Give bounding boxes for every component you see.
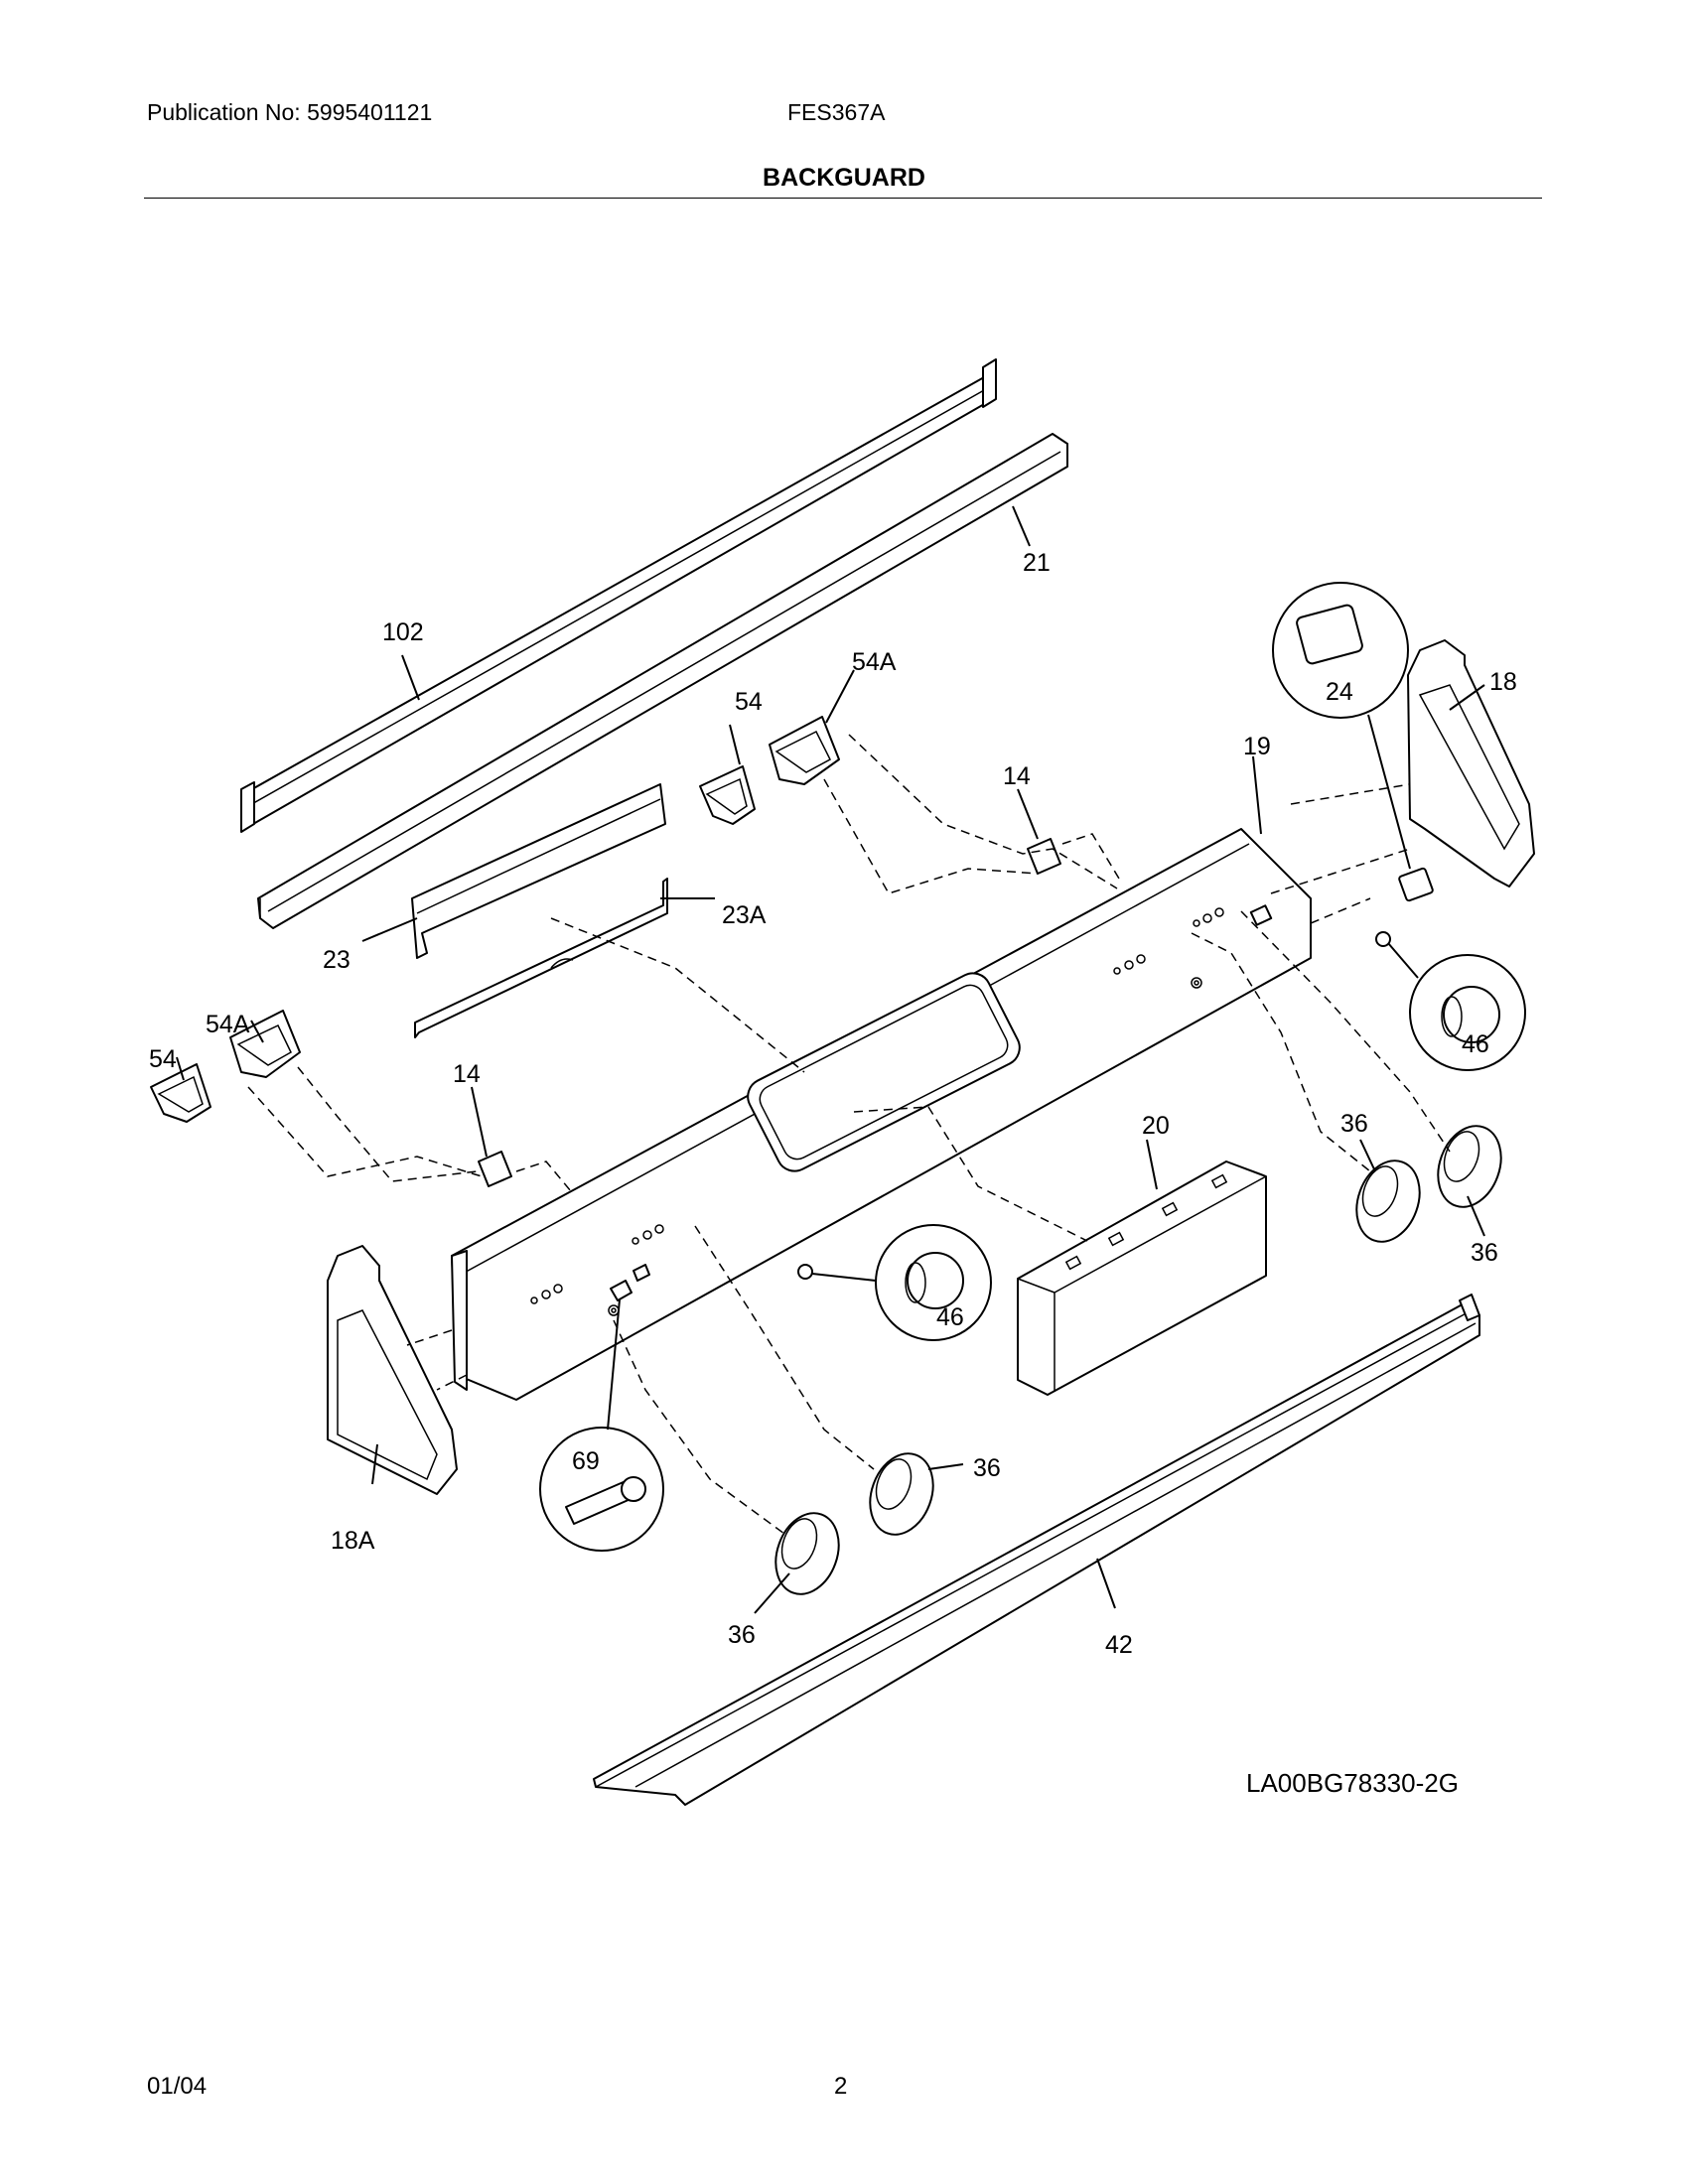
callout-20: 20 xyxy=(1142,1112,1170,1140)
callout-54a-left: 54A xyxy=(206,1011,250,1038)
callout-14-top: 14 xyxy=(1003,762,1031,790)
part-36-knob-mid xyxy=(869,1452,934,1536)
callout-36-low: 36 xyxy=(728,1621,756,1649)
callout-24: 24 xyxy=(1326,678,1353,706)
part-46-detail-circle-right xyxy=(1375,931,1526,1071)
callout-23a: 23A xyxy=(722,901,767,929)
callout-18: 18 xyxy=(1489,668,1517,696)
callout-23: 23 xyxy=(323,946,351,974)
callout-54a-top: 54A xyxy=(852,648,897,676)
part-54a-switch-left xyxy=(229,1010,301,1078)
part-102-rail xyxy=(240,358,997,833)
part-54-switch-top xyxy=(699,765,756,825)
callout-36-right-2: 36 xyxy=(1471,1239,1498,1267)
part-19-backguard-panel xyxy=(451,828,1312,1401)
header-divider xyxy=(144,198,1542,199)
assembly-lines xyxy=(247,734,1451,1535)
part-20-control-module xyxy=(1017,1160,1267,1396)
part-14-clip-top xyxy=(1027,838,1061,875)
callout-14-left: 14 xyxy=(453,1060,481,1088)
callout-54-left: 54 xyxy=(149,1045,177,1073)
part-69-screw-detail xyxy=(539,1264,664,1552)
part-18a-left-end-cap xyxy=(327,1245,458,1495)
part-54-switch-left xyxy=(150,1063,211,1123)
part-42-trim xyxy=(593,1294,1480,1806)
callout-21: 21 xyxy=(1023,549,1051,577)
part-36-knob-low xyxy=(774,1512,840,1595)
part-24-detail-circle xyxy=(1272,582,1434,902)
part-23a-plate xyxy=(414,878,668,1038)
callout-69: 69 xyxy=(572,1447,600,1475)
callout-18a: 18A xyxy=(331,1527,375,1555)
callout-46-right: 46 xyxy=(1462,1030,1489,1058)
part-46-detail-circle-mid xyxy=(797,1224,992,1341)
drawing-code: LA00BG78330-2G xyxy=(1246,1768,1459,1798)
leader-lines xyxy=(176,505,1485,1614)
footer-date: 01/04 xyxy=(147,2073,208,2100)
callout-36-mid: 36 xyxy=(973,1454,1001,1482)
callout-46-mid: 46 xyxy=(936,1303,964,1331)
part-36-knob-right-1 xyxy=(1355,1160,1421,1243)
page-number: 2 xyxy=(834,2073,848,2100)
page-title: BACKGUARD xyxy=(763,164,925,192)
callout-102: 102 xyxy=(382,618,424,646)
part-21-channel xyxy=(257,433,1068,929)
part-18-right-end-cap xyxy=(1407,639,1535,887)
callout-19: 19 xyxy=(1243,733,1271,760)
callout-36-right-1: 36 xyxy=(1340,1110,1368,1138)
callout-42: 42 xyxy=(1105,1631,1133,1659)
part-36-knob-right-2 xyxy=(1437,1125,1502,1208)
part-14-clip-left xyxy=(478,1151,512,1187)
part-54a-switch-top xyxy=(769,716,840,785)
callout-54-top: 54 xyxy=(735,688,763,716)
publication-number: Publication No: 5995401121 xyxy=(147,99,433,125)
model-number: FES367A xyxy=(787,99,886,125)
part-23-bracket xyxy=(411,783,666,959)
